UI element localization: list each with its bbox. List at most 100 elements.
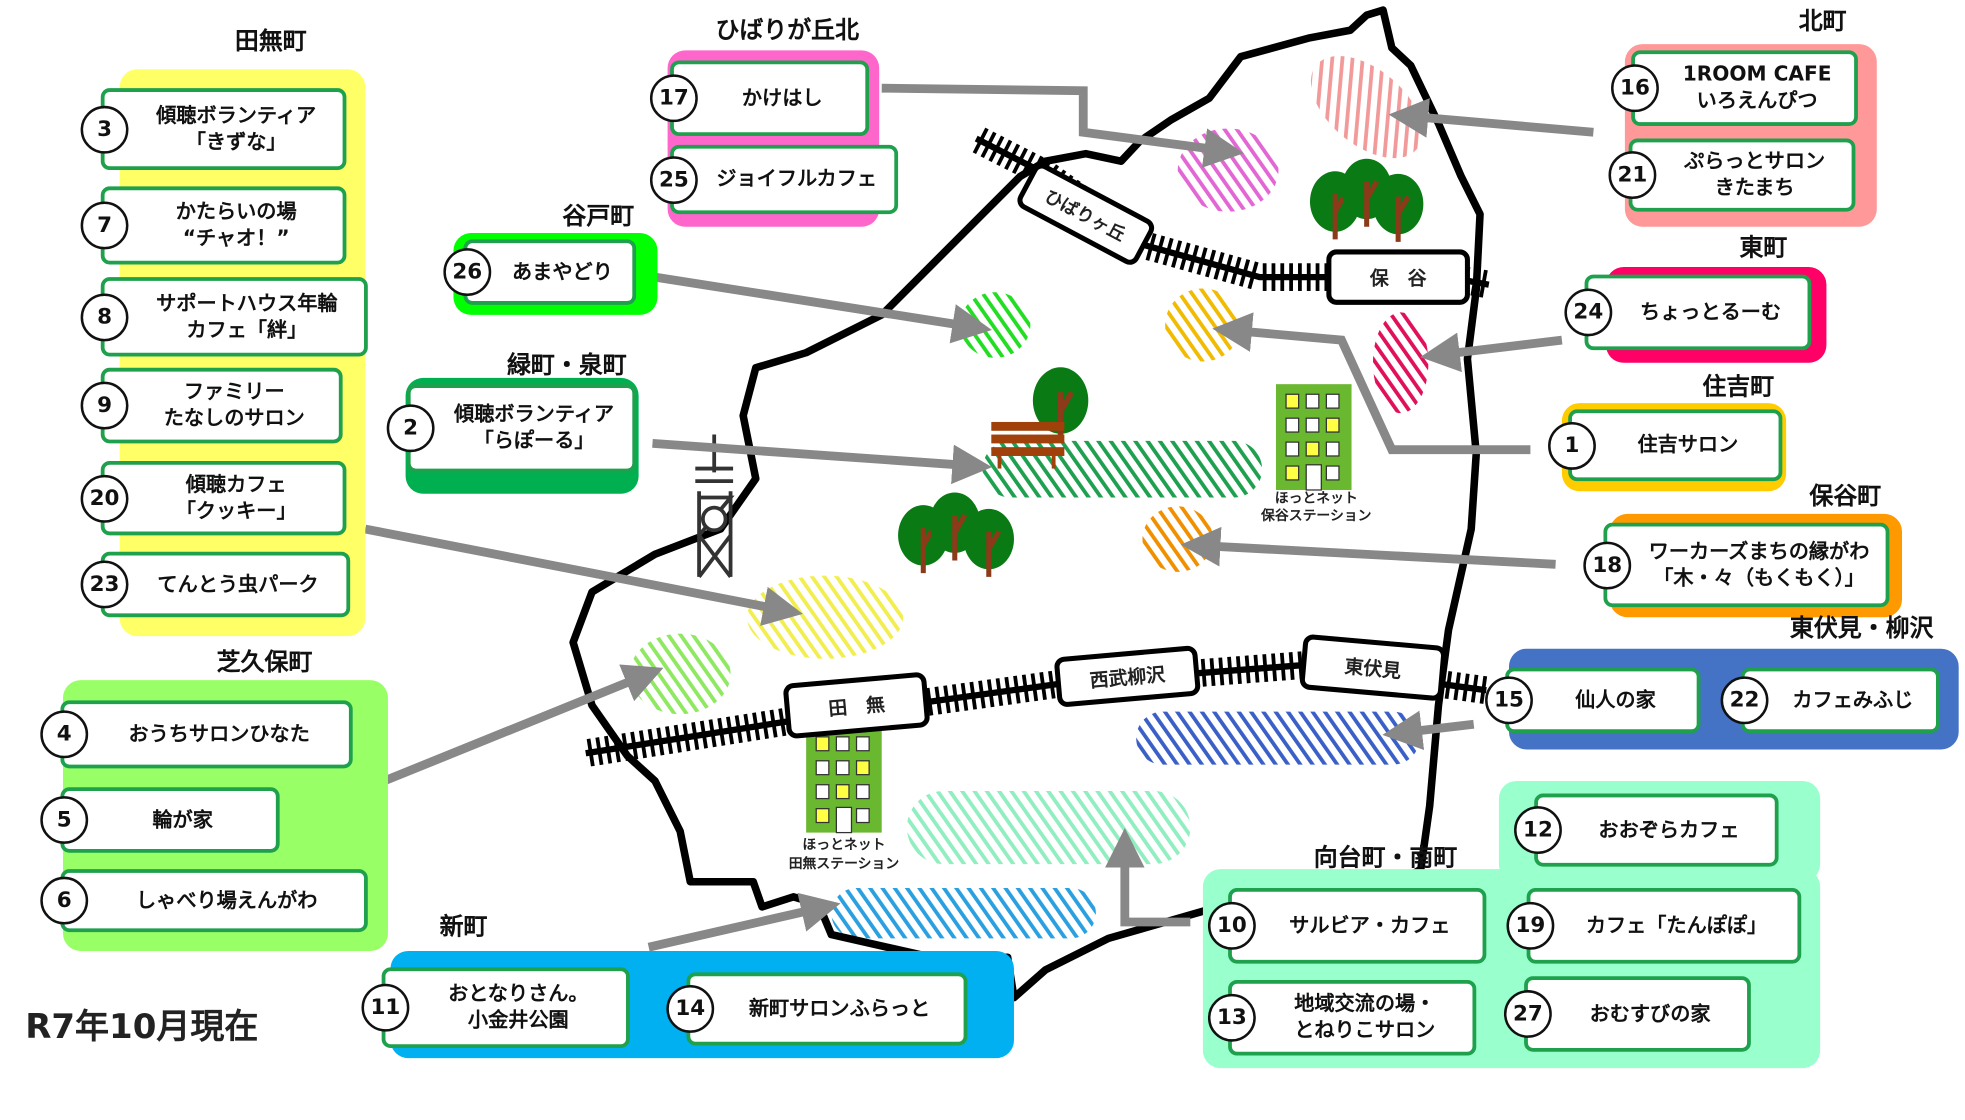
station-hoya: 保 谷: [1326, 249, 1470, 305]
salon-number-badge: 8: [80, 292, 129, 341]
tree-icon: [1372, 173, 1424, 242]
pointer-arrow: [654, 272, 992, 344]
salon-number-badge: 9: [80, 381, 129, 430]
salon-card[interactable]: 24 ちょっとるーむ: [1564, 274, 1812, 351]
pointer-arrow: [364, 524, 803, 626]
salon-name: おむすびの家: [1589, 1000, 1711, 1025]
salon-name: ワーカーズまちの縁がわ 「木・々（もくもく）」: [1648, 538, 1870, 589]
bench-icon: [991, 421, 1065, 469]
district-label: 向台町・南町: [1313, 843, 1458, 872]
salon-number-badge: 17: [649, 74, 698, 123]
salon-number-badge: 2: [386, 404, 435, 453]
district-label: 北町: [1798, 7, 1847, 36]
salon-card[interactable]: 19 カフェ「たんぽぽ」: [1506, 888, 1802, 964]
salon-name: サルビア・カフェ: [1289, 912, 1451, 937]
hoya-station-building-icon: [1275, 384, 1352, 491]
salon-name: ファミリー たなしのサロン: [163, 379, 305, 430]
salon-name: 新町サロンふらっと: [748, 995, 931, 1020]
district-label: 東伏見・柳沢: [1789, 614, 1934, 643]
salon-number-badge: 7: [80, 201, 129, 250]
salon-name: おとなりさん。 小金井公園: [448, 981, 589, 1032]
salon-name: ぷらっとサロン きたまち: [1684, 148, 1826, 200]
salon-number-badge: 25: [649, 155, 698, 204]
pointer-arrow: [1382, 710, 1475, 751]
district-label: 谷戸町: [562, 202, 635, 231]
area-mukodai_minami: [906, 791, 1191, 865]
salon-number-badge: 16: [1611, 64, 1659, 113]
district-label: 保谷町: [1809, 482, 1882, 511]
salon-number-badge: 22: [1720, 676, 1769, 725]
station-name: 田 無: [827, 692, 886, 720]
salon-number-badge: 12: [1514, 806, 1562, 855]
pointer-arrow: [1104, 828, 1191, 927]
salon-number-badge: 4: [40, 710, 89, 759]
salon-number-badge: 3: [80, 105, 129, 154]
station-name: 東伏見: [1344, 655, 1403, 683]
area-hoya: [1142, 506, 1213, 572]
salon-card[interactable]: 16 1ROOM CAFE いろえんぴつ: [1611, 50, 1858, 126]
salon-card[interactable]: 7 かたらいの場 “チャオ！”: [80, 186, 347, 265]
station-seibu-yagisawa: 西武柳沢: [1054, 645, 1201, 707]
salon-number-badge: 19: [1506, 901, 1555, 950]
salon-name: カフェみふじ: [1792, 687, 1914, 712]
tanashi-station-facility-label: 田無ステーション: [789, 855, 900, 872]
salon-card[interactable]: 22 カフェみふじ: [1720, 667, 1940, 734]
salon-card[interactable]: 15 仙人の家: [1485, 667, 1701, 734]
salon-card[interactable]: 2 傾聴ボランティア 「らぽーる」: [386, 384, 637, 473]
district-label: 住吉町: [1702, 372, 1775, 401]
salon-name: かたらいの場 “チャオ！”: [175, 199, 297, 250]
area-sumiyoshi: [1165, 288, 1241, 362]
area-kitamachi: [1310, 55, 1423, 159]
rail-line: [974, 135, 1336, 281]
salon-number-badge: 26: [443, 248, 492, 297]
district-label: 芝久保町: [216, 648, 313, 677]
district-label: 東町: [1739, 234, 1788, 262]
salon-name: てんとう虫パーク: [157, 571, 319, 596]
salon-name: 傾聴カフェ 「クッキー」: [175, 471, 297, 523]
pointer-arrow: [1212, 312, 1531, 455]
salon-name: ちょっとるーむ: [1639, 299, 1782, 324]
salon-name: ジョイフルカフェ: [716, 166, 878, 191]
area-higashimachi: [1372, 312, 1429, 414]
salon-name: 1ROOM CAFE いろえんぴつ: [1682, 61, 1832, 113]
salon-name: カフェ「たんぽぽ」: [1585, 912, 1768, 937]
salon-card[interactable]: 9 ファミリー たなしのサロン: [80, 367, 343, 444]
salon-name: しゃべり場えんがわ: [136, 887, 318, 912]
salon-name: 傾聴ボランティア 「らぽーる」: [454, 402, 615, 453]
pointer-arrow: [652, 438, 993, 485]
area-hibarigaoka_kita: [1177, 128, 1279, 212]
station-hibarigaoka: ひばりヶ丘: [1017, 163, 1155, 265]
salon-card[interactable]: 25 ジョイフルカフェ: [649, 144, 899, 215]
pointer-arrow: [1420, 332, 1563, 373]
hoya-station-facility-label: ほっとネット: [1275, 491, 1358, 507]
salon-name: 仙人の家: [1575, 687, 1656, 712]
tree-icon: [963, 508, 1014, 577]
area-higashifushimi_yagisawa: [1136, 711, 1420, 765]
salon-card[interactable]: 27 おむすびの家: [1503, 976, 1751, 1052]
salon-number-badge: 15: [1485, 676, 1533, 725]
district-label: 田無町: [234, 27, 307, 56]
salon-card[interactable]: 3 傾聴ボランティア 「きずな」: [80, 88, 347, 171]
tree-icon: [1032, 367, 1089, 443]
salon-number-badge: 24: [1564, 288, 1613, 337]
salon-name: 傾聴ボランティア 「きずな」: [156, 102, 317, 154]
station-higashifushimi: 東伏見: [1299, 634, 1447, 701]
salon-number-badge: 27: [1503, 990, 1552, 1038]
